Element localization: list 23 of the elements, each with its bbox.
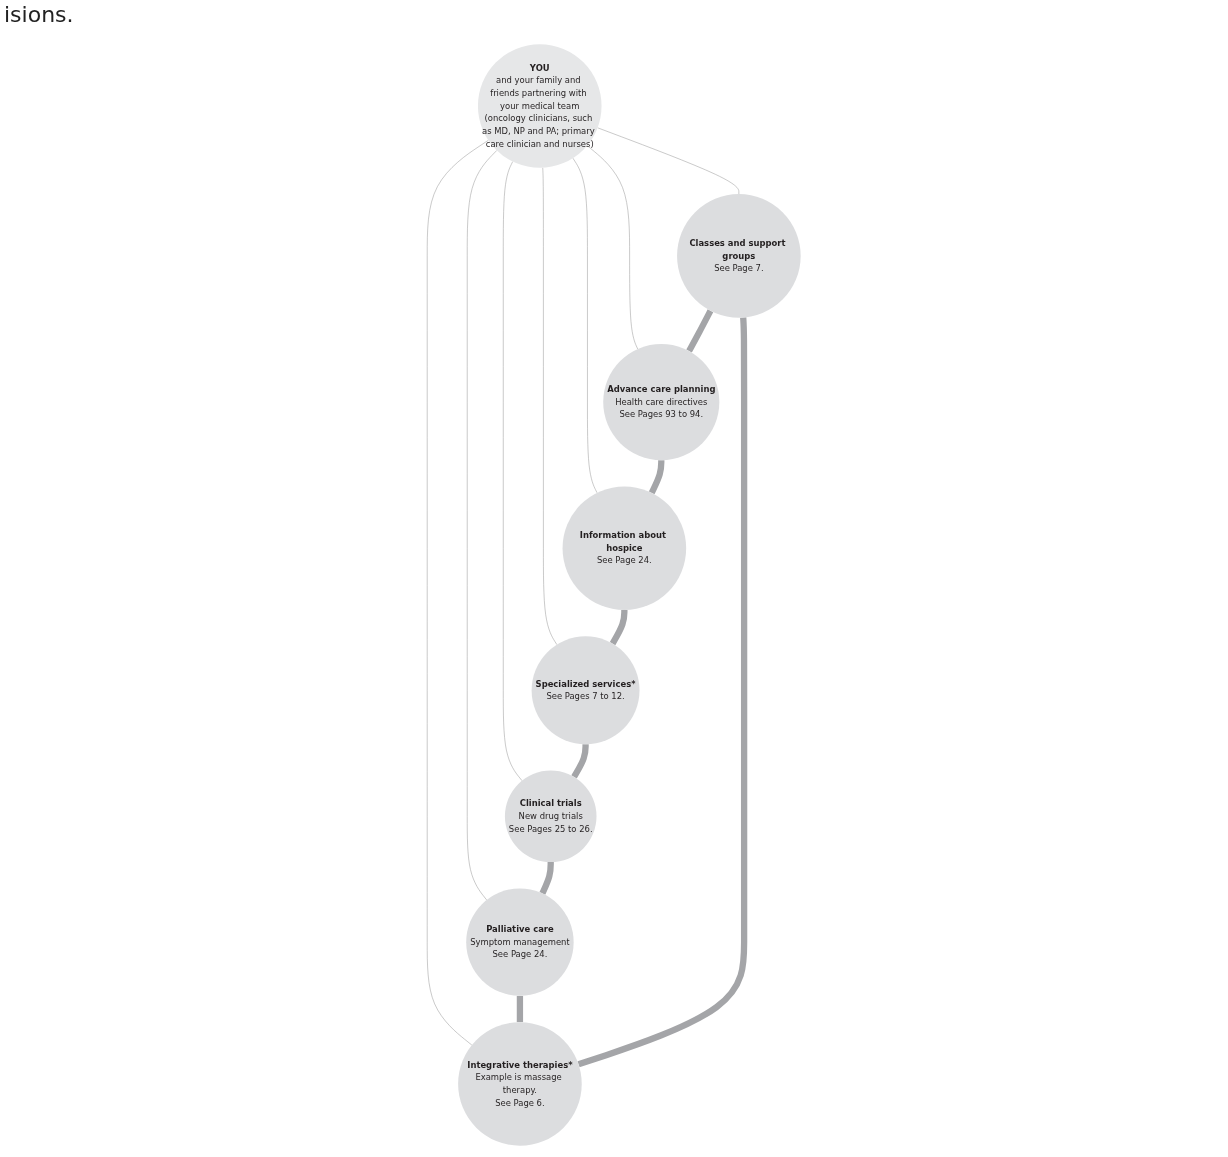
connector — [427, 140, 489, 1046]
node-circle: Integrative therapies* Example is massage therapy. See Page 6. — [458, 1022, 582, 1146]
node-circle: Specialized services* See Pages 7 to 12. — [531, 636, 640, 745]
node-circle: Palliative care Symptom management See Page 24. — [466, 888, 574, 996]
connector — [516, 994, 524, 1024]
connector — [542, 167, 558, 645]
node-circle: Advance care planning Health care directives See Pages 93 to 94. — [603, 344, 720, 461]
node-circle: Clinical trials New drug trials See Pages 25 to 26. — [505, 770, 597, 863]
connector — [609, 609, 628, 646]
connector — [587, 145, 639, 350]
connector — [503, 161, 523, 781]
connector — [572, 157, 598, 494]
node-circle: Information about hospice See Page 24. — [562, 486, 687, 611]
node-circle: YOU and your family and friends partnering with your medical team (oncology clinicians, such as MD, NP and PA; primary care clinician and nurses) — [478, 44, 602, 168]
connector — [686, 309, 714, 353]
connector — [467, 150, 498, 901]
connector — [648, 459, 665, 495]
connector — [577, 316, 748, 1068]
connector — [571, 743, 589, 779]
connector — [539, 861, 554, 895]
node-circle: Classes and support groups See Page 7. — [677, 194, 801, 318]
connector — [597, 127, 740, 195]
note-text: isions. — [4, 2, 74, 27]
